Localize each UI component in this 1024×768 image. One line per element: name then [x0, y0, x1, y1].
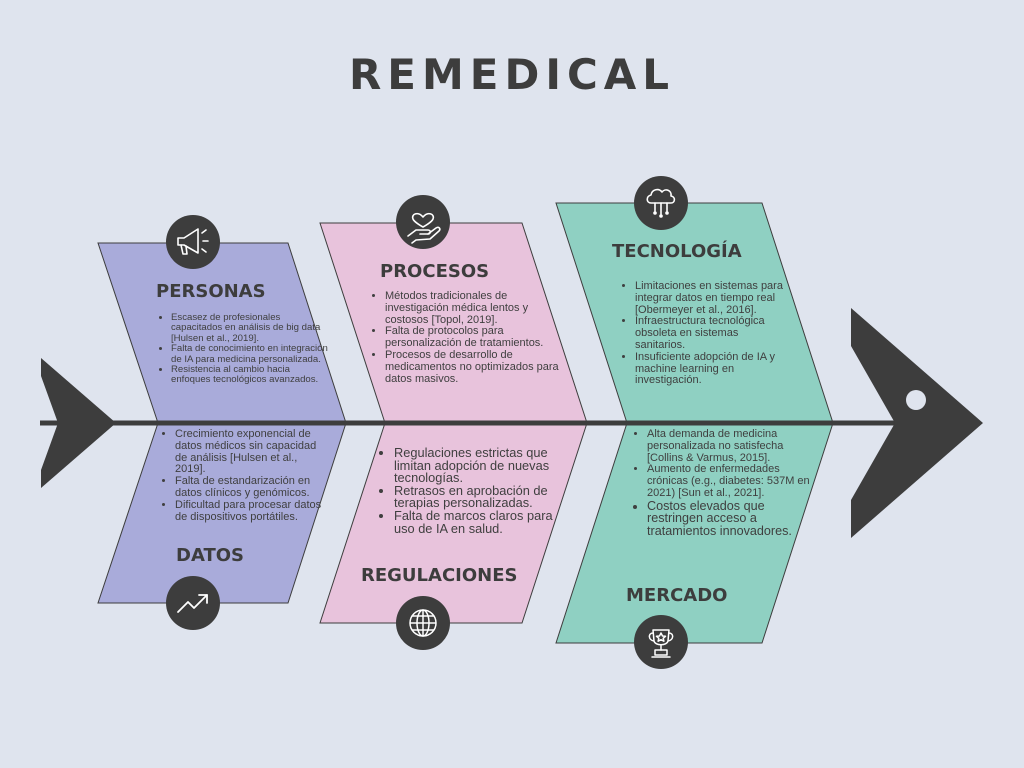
personas-label: PERSONAS	[156, 281, 266, 302]
datos-label: DATOS	[176, 545, 245, 566]
mercado-list: Alta demanda de medicina personalizada n…	[633, 428, 819, 538]
list-item: Regulaciones estrictas que limitan adopc…	[394, 446, 564, 485]
list-item: Falta de marcos claros para uso de IA en…	[394, 509, 564, 535]
mercado-label: MERCADO	[626, 585, 728, 606]
heart-hand-icon	[396, 195, 450, 249]
fish-head-shape	[851, 308, 983, 538]
list-item: Resistencia al cambio hacia enfoques tec…	[171, 364, 329, 386]
regulaciones-list: Regulaciones estrictas que limitan adopc…	[380, 446, 564, 535]
list-item: Limitaciones en sistemas para integrar d…	[635, 280, 787, 316]
procesos-label: PROCESOS	[380, 261, 490, 282]
list-item: Infraestructura tecnológica obsoleta en …	[635, 315, 787, 351]
trophy-icon	[634, 615, 688, 669]
list-item: Aumento de enfermedades crónicas (e.g., …	[647, 463, 819, 499]
list-item: Procesos de desarrollo de medicamentos n…	[385, 349, 567, 385]
trend-up-icon	[166, 576, 220, 630]
personas-list: Escasez de profesionales capacitados en …	[157, 312, 329, 386]
tecnologia-list: Limitaciones en sistemas para integrar d…	[621, 280, 787, 387]
list-item: Alta demanda de medicina personalizada n…	[647, 428, 819, 464]
list-item: Falta de estandarización en datos clínic…	[175, 475, 325, 500]
list-item: Costos elevados que restringen acceso a …	[647, 500, 819, 538]
globe-icon	[396, 596, 450, 650]
megaphone-icon	[166, 215, 220, 269]
regulaciones-label: REGULACIONES	[361, 565, 518, 586]
cloud-network-icon	[634, 176, 688, 230]
list-item: Insuficiente adopción de IA y machine le…	[635, 351, 787, 387]
fish-eye	[906, 390, 926, 410]
list-item: Métodos tradicionales de investigación m…	[385, 290, 567, 326]
tecnologia-label: TECNOLOGÍA	[612, 241, 742, 262]
list-item: Dificultad para procesar datos de dispos…	[175, 499, 325, 524]
list-item: Escasez de profesionales capacitados en …	[171, 312, 329, 344]
list-item: Retrasos en aprobación de terapias perso…	[394, 484, 564, 510]
list-item: Crecimiento exponencial de datos médicos…	[175, 428, 325, 476]
fish-tail-shape	[41, 358, 116, 488]
procesos-list: Métodos tradicionales de investigación m…	[371, 290, 567, 385]
list-item: Falta de conocimiento en integración de …	[171, 344, 329, 365]
list-item: Falta de protocolos para personalización…	[385, 326, 567, 350]
datos-list: Crecimiento exponencial de datos médicos…	[161, 428, 325, 524]
page-title: REMEDICAL	[348, 50, 676, 99]
